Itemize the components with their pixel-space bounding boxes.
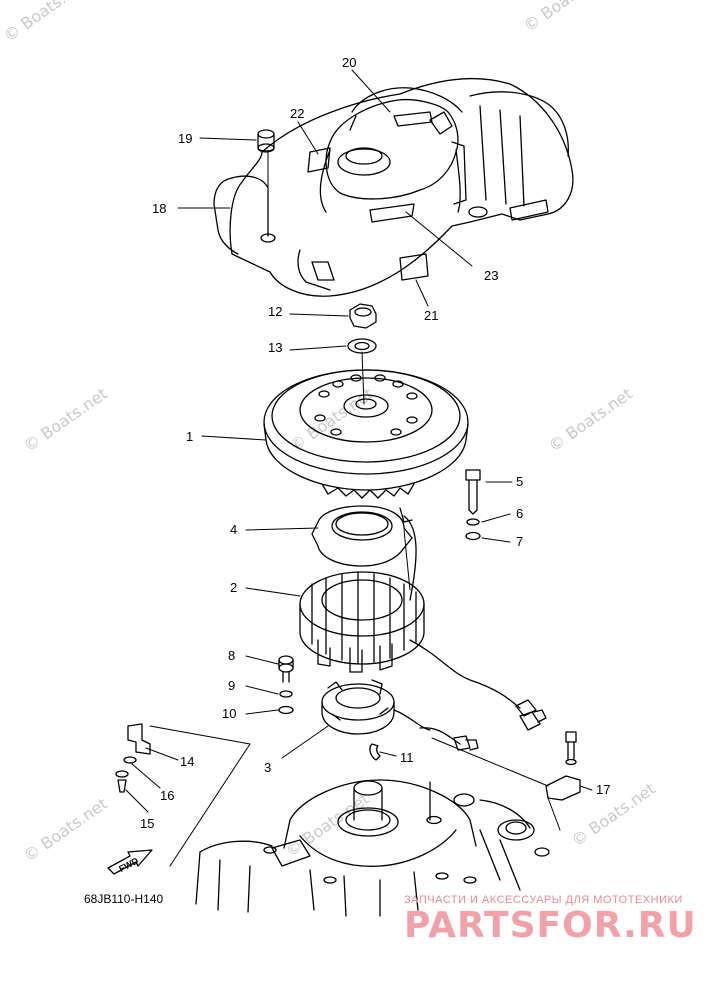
wire-clamp (369, 743, 381, 761)
callout-12: 12 (268, 304, 282, 319)
wire-connector (515, 699, 547, 731)
callout-16: 16 (160, 788, 174, 803)
stator-coil (299, 571, 425, 673)
callout-7: 7 (516, 534, 523, 549)
leader-lines (125, 69, 593, 867)
callout-15: 15 (140, 816, 154, 831)
callout-9: 9 (228, 678, 235, 693)
bracket-assembly (115, 723, 151, 793)
stator-plate (311, 505, 413, 567)
callout-6: 6 (516, 506, 523, 521)
bracket-wire-clip (399, 507, 413, 523)
washer (347, 338, 377, 354)
callout-11: 11 (400, 750, 414, 765)
washer-hole (354, 341, 370, 351)
pulser-coil (321, 679, 431, 735)
flywheel-cover (213, 78, 574, 297)
brand-subtitle: ЗАПЧАСТИ И АКСЕССУАРЫ ДЛЯ МОТОТЕХНИКИ (404, 894, 683, 906)
callout-21: 21 (424, 308, 438, 323)
bolt-and-washers (465, 469, 481, 541)
callout-23: 23 (484, 268, 498, 283)
callout-10: 10 (222, 706, 236, 721)
flywheel-nut (349, 303, 377, 329)
callout-4: 4 (230, 522, 237, 537)
callout-13: 13 (268, 340, 282, 355)
screw-and-washers (278, 655, 294, 715)
callout-22: 22 (290, 106, 304, 121)
flywheel-holes (314, 374, 418, 436)
fwd-arrow-icon: FWD (107, 849, 153, 875)
pulser-wire (419, 727, 461, 745)
callout-19: 19 (178, 131, 192, 146)
callout-5: 5 (516, 474, 523, 489)
callout-17: 17 (596, 782, 610, 797)
callout-20: 20 (342, 55, 356, 70)
flywheel (263, 369, 469, 499)
callout-numbers: 1 2 3 4 5 6 7 8 9 10 11 12 13 14 15 16 1… (140, 55, 610, 831)
diagram-code: 68JB110-H140 (84, 892, 164, 906)
callout-2: 2 (230, 580, 237, 595)
bracket-17 (545, 731, 581, 801)
brand-logo: PARTSFOR.RU (404, 905, 697, 946)
callout-8: 8 (228, 648, 235, 663)
callout-1: 1 (186, 429, 193, 444)
stator-wire (403, 515, 521, 709)
pulser-connector (453, 735, 479, 751)
callout-3: 3 (264, 760, 271, 775)
callout-14: 14 (180, 754, 194, 769)
engine-block (195, 779, 550, 917)
callout-18: 18 (152, 201, 166, 216)
grommet (257, 129, 275, 153)
